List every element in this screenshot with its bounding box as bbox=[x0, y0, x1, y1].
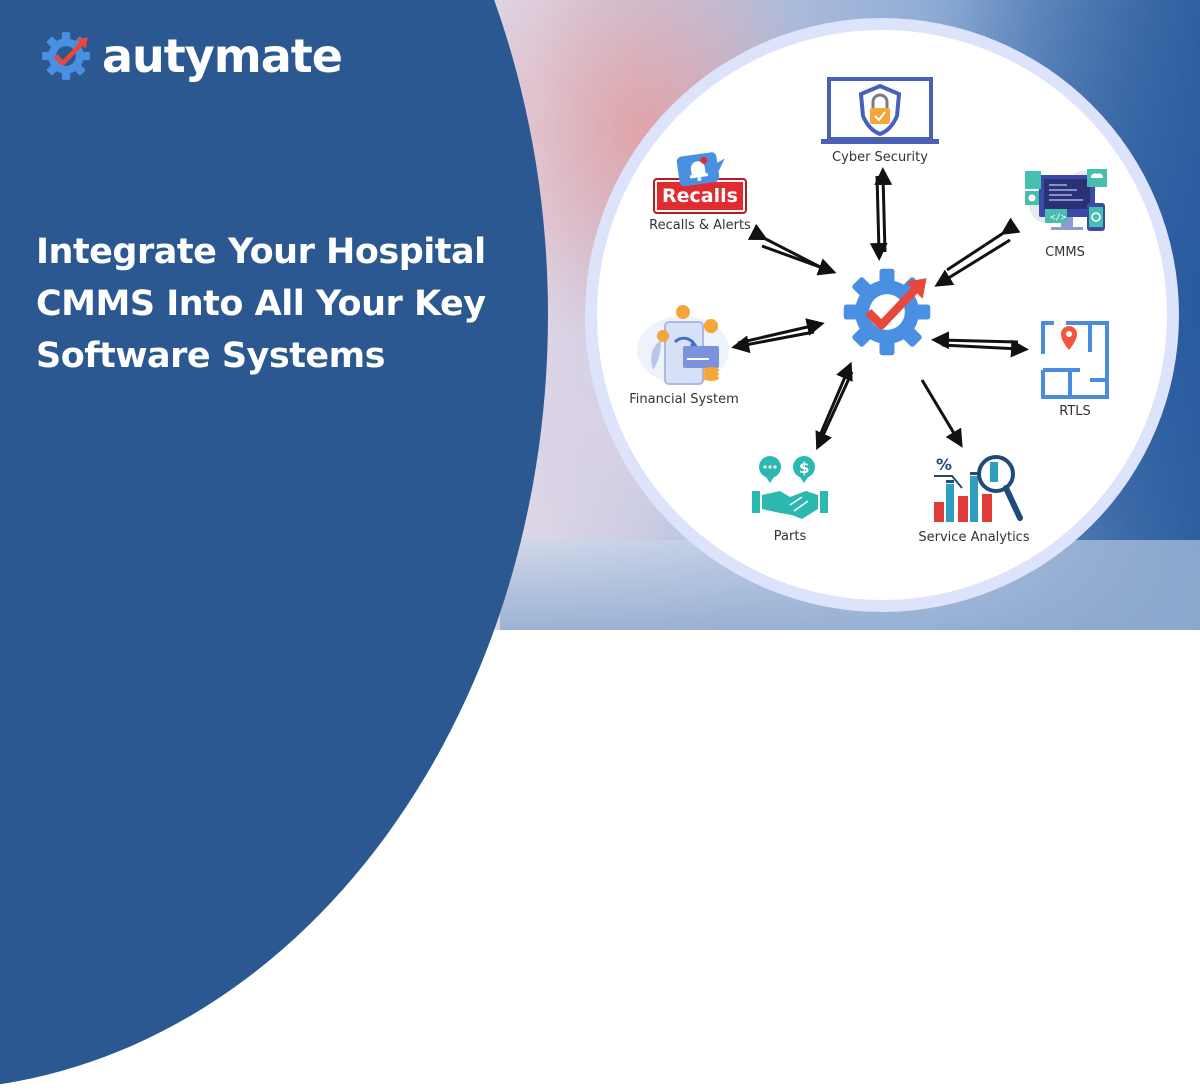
bar-chart-magnifier-icon: % bbox=[934, 455, 1023, 522]
left-brand-panel bbox=[0, 0, 548, 1090]
laptop-shield-lock-icon bbox=[821, 77, 939, 144]
node-cmms: </> CMMS bbox=[1010, 165, 1120, 260]
brand-name: autymate bbox=[102, 29, 343, 83]
node-label: Cyber Security bbox=[832, 150, 928, 165]
node-cyber-security: Cyber Security bbox=[820, 76, 940, 165]
node-service-analytics: % Service Analytics bbox=[912, 452, 1036, 545]
recalls-badge: Recalls bbox=[653, 178, 747, 214]
floorplan-location-pin-icon bbox=[1041, 321, 1109, 399]
handshake-dollar-icon: $ bbox=[752, 456, 828, 519]
node-label: Recalls & Alerts bbox=[649, 218, 751, 233]
node-label: Service Analytics bbox=[918, 530, 1030, 545]
node-financial-system: Financial System bbox=[624, 300, 744, 407]
computer-devices-icon: </> bbox=[1025, 169, 1107, 231]
node-recalls-alerts: Recalls Recalls & Alerts bbox=[640, 152, 760, 233]
headline-line: Software Systems bbox=[36, 336, 385, 376]
node-label: Parts bbox=[773, 529, 807, 544]
node-parts: $ Parts bbox=[745, 455, 835, 544]
node-label: CMMS bbox=[1045, 245, 1085, 260]
svg-text:</>: </> bbox=[1050, 213, 1067, 223]
autymate-gear-check-icon bbox=[843, 268, 931, 356]
node-label: RTLS bbox=[1059, 404, 1091, 419]
svg-text:%: % bbox=[936, 455, 952, 474]
page-headline: Integrate Your Hospital CMMS Into All Yo… bbox=[36, 226, 556, 382]
node-label: Financial System bbox=[629, 392, 739, 407]
autymate-hub bbox=[840, 265, 934, 364]
autymate-gear-check-icon bbox=[42, 32, 90, 80]
bell-notification-icon bbox=[676, 152, 725, 187]
headline-line: Integrate Your Hospital bbox=[36, 232, 486, 272]
svg-text:$: $ bbox=[799, 459, 809, 477]
node-rtls: RTLS bbox=[1030, 320, 1120, 419]
phone-payment-card-icon bbox=[637, 305, 729, 385]
headline-line: CMMS Into All Your Key bbox=[36, 284, 486, 324]
brand-logo: autymate bbox=[40, 29, 343, 83]
